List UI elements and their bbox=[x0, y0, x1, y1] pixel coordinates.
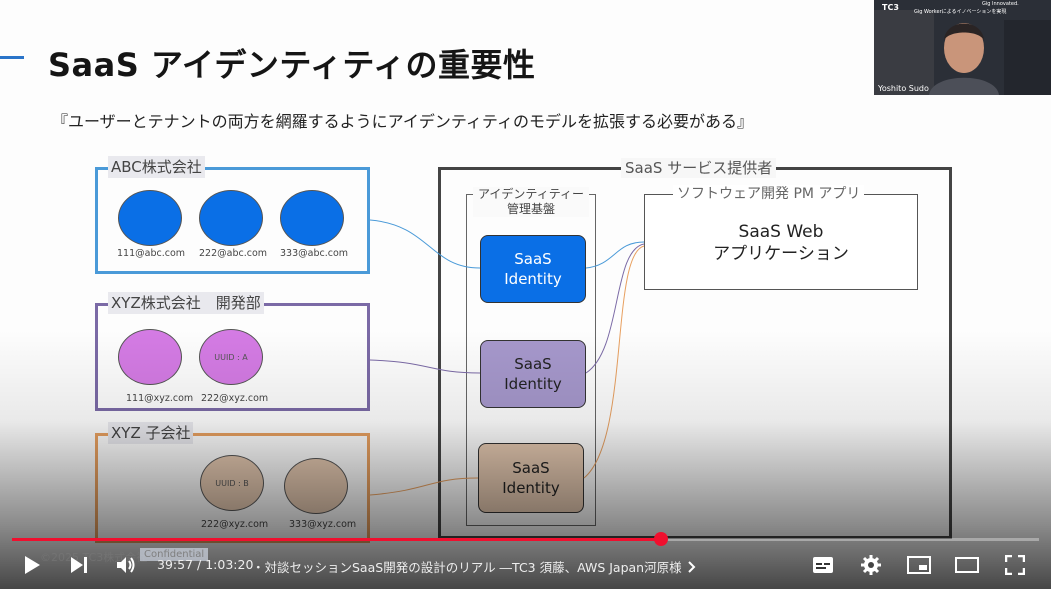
subtitles-icon bbox=[813, 557, 833, 573]
confidential-badge: Confidential bbox=[140, 548, 209, 561]
play-button[interactable] bbox=[18, 553, 46, 577]
connector-sub bbox=[369, 477, 479, 496]
identity-line1: SaaS bbox=[514, 250, 552, 268]
connector-id1-app bbox=[585, 241, 645, 269]
identity-card: SaaS Identity bbox=[480, 235, 586, 303]
time-readout: 39:57 / 1:03:20 bbox=[157, 557, 253, 572]
subtitles-button[interactable] bbox=[810, 554, 836, 576]
user-circle bbox=[118, 190, 182, 246]
app-name: SaaS Web アプリケーション bbox=[645, 221, 917, 265]
app-box: ソフトウェア開発 PM アプリ SaaS Web アプリケーション bbox=[644, 185, 918, 290]
user-email: 222@abc.com bbox=[199, 248, 268, 259]
volume-icon bbox=[117, 557, 135, 573]
app-label: ソフトウェア開発 PM アプリ bbox=[673, 185, 865, 203]
fullscreen-button[interactable] bbox=[1003, 554, 1027, 576]
chapter-link[interactable]: ・対談セッションSaaS開発の設計のリアル ―TC3 須藤、AWS Japan河… bbox=[252, 557, 696, 576]
webcam-tagline: Gig Innovated. bbox=[982, 1, 1019, 7]
slide-copyright: ©2025 TC3株式会社 bbox=[40, 551, 148, 564]
webcam-brand: TC3 bbox=[882, 3, 899, 12]
theater-icon bbox=[955, 557, 979, 573]
user-circle bbox=[199, 190, 263, 246]
fullscreen-icon bbox=[1005, 555, 1025, 575]
miniplayer-button[interactable] bbox=[906, 554, 932, 576]
current-time: 39:57 bbox=[157, 557, 194, 572]
provider-label: SaaS サービス提供者 bbox=[621, 158, 777, 178]
chevron-right-icon bbox=[687, 560, 696, 573]
tenant-label: ABC株式会社 bbox=[108, 156, 205, 178]
slide-subtitle: 『ユーザーとテナントの両方を網羅するようにアイデンティティのモデルを拡張する必要… bbox=[52, 112, 753, 131]
slide-title: SaaS アイデンティティの重要性 bbox=[48, 46, 536, 84]
tenant-label: XYZ株式会社 開発部 bbox=[108, 292, 264, 314]
progress-scrubber-handle[interactable] bbox=[654, 532, 668, 546]
identity-platform-label: アイデンティティー管理基盤 bbox=[473, 187, 589, 217]
tenant-box-abc: ABC株式会社 bbox=[95, 156, 370, 274]
speaker-avatar bbox=[874, 0, 1051, 95]
webcam-overlay: TC3 Gig Innovated. Gig Workerによるイノベーションを… bbox=[874, 0, 1051, 95]
play-icon bbox=[25, 556, 40, 574]
connector-id2-app bbox=[585, 243, 645, 374]
duration: 1:03:20 bbox=[205, 557, 254, 572]
connector-abc bbox=[369, 219, 481, 269]
time-separator: / bbox=[193, 557, 206, 572]
miniplayer-icon bbox=[907, 556, 931, 574]
next-icon bbox=[71, 557, 87, 573]
settings-button[interactable] bbox=[859, 553, 883, 577]
connector-id3-app bbox=[583, 245, 645, 479]
app-name-line1: SaaS Web bbox=[738, 222, 824, 242]
gear-icon bbox=[861, 555, 881, 575]
progress-bar[interactable] bbox=[12, 538, 1039, 541]
user-email: 333@abc.com bbox=[280, 248, 349, 259]
theater-button[interactable] bbox=[954, 554, 980, 576]
next-button[interactable] bbox=[66, 554, 92, 576]
identity-line2: Identity bbox=[504, 270, 562, 288]
title-accent-line bbox=[0, 56, 24, 59]
app-name-line2: アプリケーション bbox=[713, 244, 849, 264]
chapter-title: ・対談セッションSaaS開発の設計のリアル ―TC3 須藤、AWS Japan河… bbox=[252, 560, 682, 575]
webcam-banner: Gig Workerによるイノベーションを実現 bbox=[914, 9, 1007, 15]
progress-played bbox=[12, 538, 659, 541]
user-circle bbox=[280, 190, 344, 246]
connector-xyz bbox=[369, 359, 481, 374]
speaker-name: Yoshito Sudo bbox=[878, 84, 929, 93]
volume-button[interactable] bbox=[113, 554, 139, 576]
user-email: 111@abc.com bbox=[117, 248, 186, 259]
